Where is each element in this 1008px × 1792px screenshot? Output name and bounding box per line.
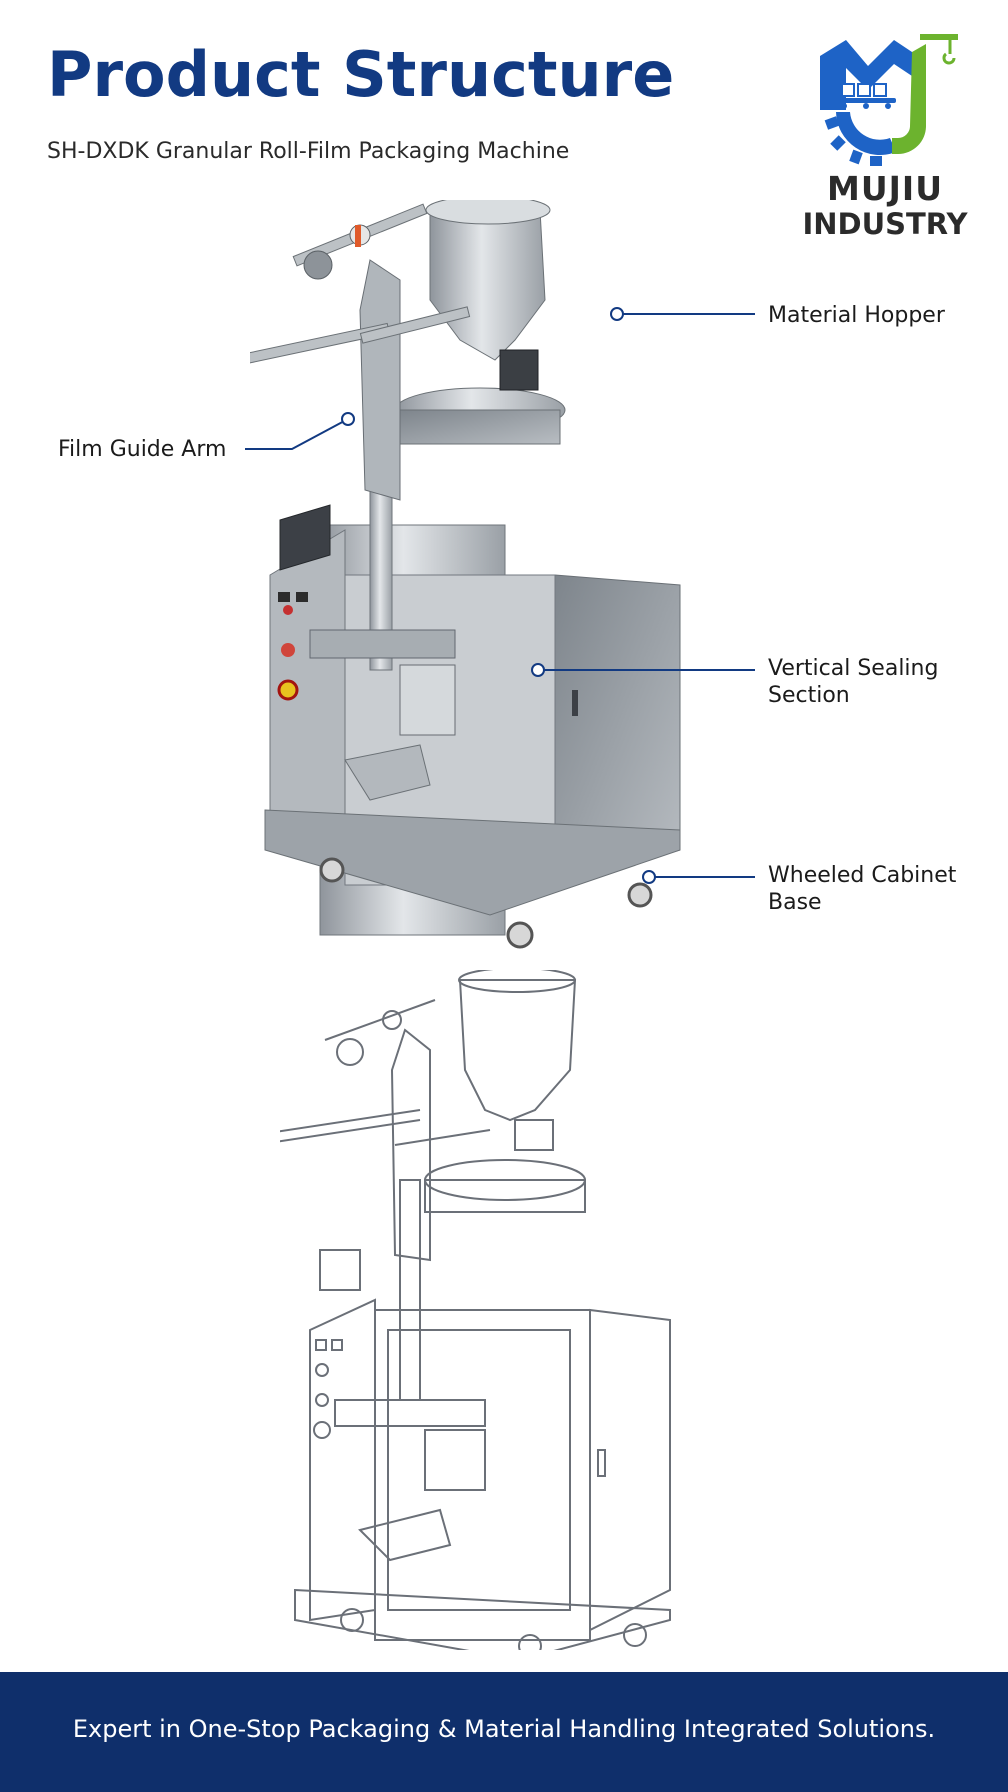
callout-wheeled-base: Wheeled Cabinet Base [768,863,957,915]
page-title: Product Structure [47,38,675,111]
logo-mark-icon [820,34,958,166]
callout-film-guide-arm: Film Guide Arm [58,437,227,462]
logo-text-line2: INDUSTRY [802,207,968,241]
callout-vertical-sealing: Vertical Sealing Section [768,656,939,708]
callout-lines [245,307,755,884]
machine-sketch-image [280,970,671,1650]
page-subtitle: SH-DXDK Granular Roll-Film Packaging Mac… [47,139,570,164]
footer-tagline: Expert in One-Stop Packaging & Material … [72,1715,936,1743]
brand-logo: MUJIU INDUSTRY [800,22,970,242]
machine-photo-image [250,200,681,949]
logo-text-line1: MUJIU [827,169,943,208]
footer-banner: Expert in One-Stop Packaging & Material … [0,1672,1008,1792]
callout-material-hopper: Material Hopper [768,303,945,328]
